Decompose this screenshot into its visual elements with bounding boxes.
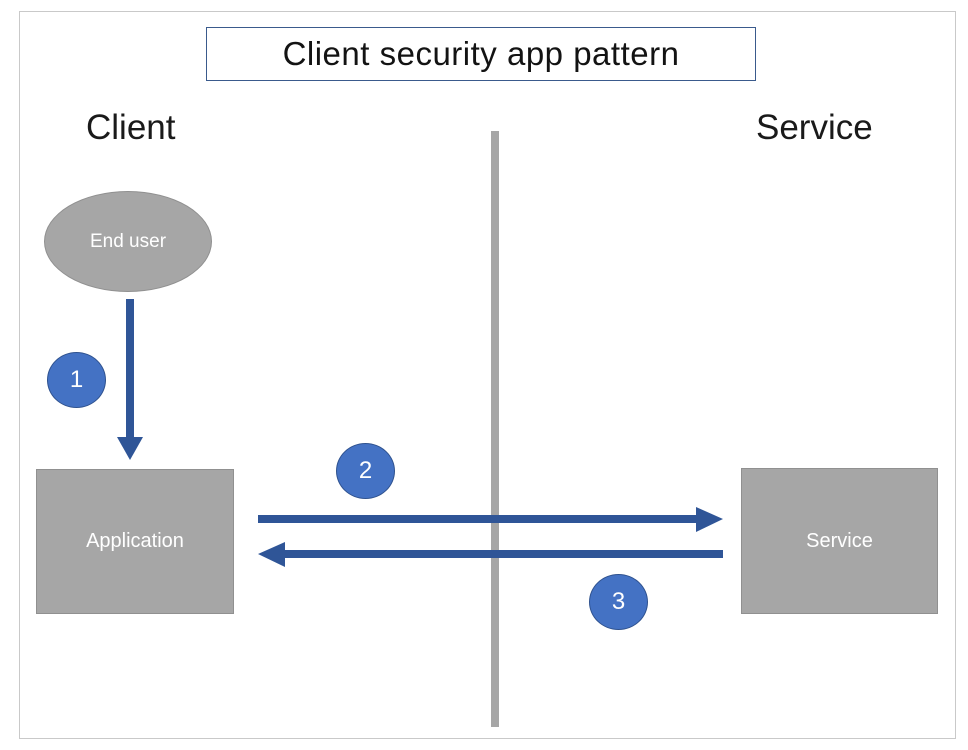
step-1-badge: 1 [47, 352, 106, 408]
application-label: Application [86, 530, 184, 552]
arrow-left-icon [258, 542, 723, 567]
application-node: Application [36, 469, 234, 614]
diagram-title-text: Client security app pattern [282, 35, 680, 72]
client-section-heading: Client [86, 108, 176, 147]
arrow-down-icon [117, 299, 143, 460]
diagram-title: Client security app pattern [206, 27, 756, 81]
service-node: Service [741, 468, 938, 614]
diagram-canvas: Client security app pattern Client Servi… [19, 11, 956, 739]
service-label: Service [806, 529, 873, 552]
arrow-right-icon [258, 507, 723, 532]
step-2-number: 2 [358, 457, 373, 484]
end-user-node: End user [44, 191, 212, 292]
step-3-badge: 3 [589, 574, 648, 630]
step-3-number: 3 [611, 588, 626, 615]
step-2-badge: 2 [336, 443, 395, 499]
step-1-number: 1 [69, 366, 84, 393]
client-service-divider [491, 131, 499, 727]
end-user-label: End user [89, 230, 167, 252]
service-section-heading: Service [756, 108, 873, 147]
